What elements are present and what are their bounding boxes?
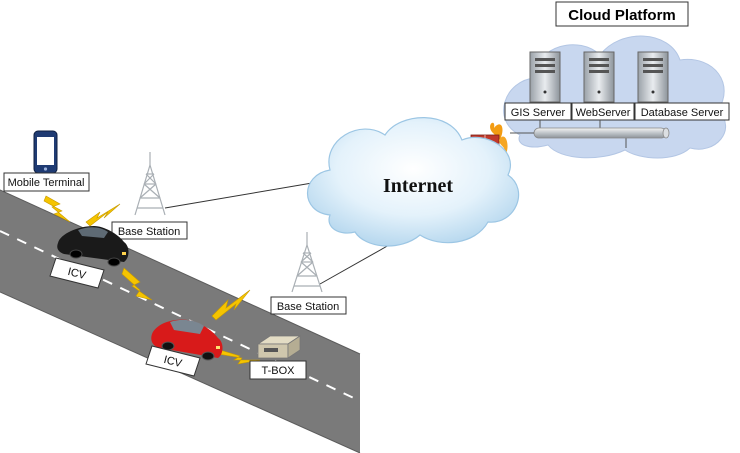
cloud-platform-title: Cloud Platform <box>568 7 676 24</box>
base-station-2-label: Base Station <box>277 301 339 313</box>
internet-label: Internet <box>383 175 453 197</box>
base-station-2: Base Station <box>270 232 347 315</box>
tbox-device-icon <box>256 335 302 359</box>
tbox: T-BOX <box>249 335 307 380</box>
lightning-bolt-icon <box>121 267 153 301</box>
server-label-gis: GIS Server <box>504 102 572 121</box>
tbox-label: T-BOX <box>261 365 295 377</box>
gis-server-label: GIS Server <box>511 107 566 119</box>
connection-lines <box>164 181 399 285</box>
server-database <box>637 51 669 103</box>
lightning-bolt-icon <box>211 289 251 321</box>
lightning-bolt-icon <box>43 195 71 223</box>
smartphone-icon <box>33 130 58 174</box>
icv-label-2-box: ICV <box>145 345 201 377</box>
server-web <box>583 51 615 103</box>
server-icon <box>583 51 615 103</box>
black-car-icon <box>57 226 129 267</box>
mobile-terminal-label: Mobile Terminal <box>8 177 85 189</box>
icv-red-car: ICV <box>145 319 223 377</box>
server-bus <box>510 120 670 148</box>
base-station-1-label: Base Station <box>118 226 180 238</box>
icv-label-1: ICV <box>66 266 87 282</box>
icv-black-car: ICV <box>49 226 129 289</box>
base-station-1: Base Station <box>111 152 188 240</box>
icv-label-2: ICV <box>162 354 183 370</box>
cloud-icon <box>306 117 520 247</box>
cloud-platform-title-box: Cloud Platform <box>555 1 689 27</box>
server-icon <box>529 51 561 103</box>
cell-tower-icon <box>291 232 323 293</box>
server-gis <box>529 51 561 103</box>
icv-label-1-box: ICV <box>49 257 105 289</box>
server-label-database: Database Server <box>634 102 730 121</box>
server-icon <box>637 51 669 103</box>
lightning-bolt-icon <box>85 203 121 227</box>
server-label-web: WebServer <box>571 102 635 121</box>
web-server-label: WebServer <box>576 107 631 119</box>
internet-cloud: Internet <box>306 117 520 247</box>
database-server-label: Database Server <box>641 107 724 119</box>
mobile-terminal: Mobile Terminal <box>3 130 90 192</box>
red-car-icon <box>151 319 223 361</box>
cell-tower-icon <box>134 152 166 216</box>
